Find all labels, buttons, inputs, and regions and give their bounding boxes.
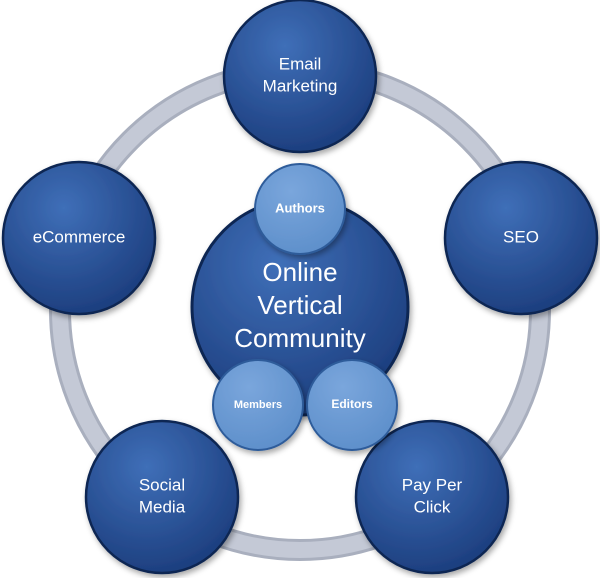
- outer-node-ecommerce-label-line-1: eCommerce: [33, 227, 126, 246]
- center-node-label-line-1: Online: [262, 257, 337, 287]
- outer-node-pay-per-click-label-line-2: Click: [414, 497, 451, 516]
- outer-node-social-media-label-line-2: Media: [139, 497, 186, 516]
- inner-node-editors-circle: [306, 359, 398, 451]
- center-node-label-line-2: Vertical: [257, 290, 342, 320]
- outer-node-ecommerce-circle: [1, 160, 157, 316]
- inner-node-members: Members: [212, 359, 304, 451]
- outer-node-seo-label-line-1: SEO: [503, 227, 539, 246]
- outer-node-social-media-circle: [84, 419, 240, 575]
- outer-node-ecommerce: eCommerce: [1, 160, 157, 316]
- outer-node-email-marketing-circle: [222, 0, 378, 154]
- inner-node-authors-label-line-1: Authors: [275, 200, 325, 215]
- outer-node-email-marketing-label-line-2: Marketing: [263, 76, 338, 95]
- outer-node-seo-circle: [443, 160, 599, 316]
- center-node-label-line-3: Community: [234, 323, 365, 353]
- outer-node-email-marketing-label-line-1: Email: [279, 54, 322, 73]
- outer-node-pay-per-click-label-line-1: Pay Per: [402, 475, 463, 494]
- inner-node-members-label-line-1: Members: [234, 399, 282, 411]
- inner-node-editors: Editors: [306, 359, 398, 451]
- inner-node-authors-circle: [254, 163, 346, 255]
- outer-node-pay-per-click-circle: [354, 419, 510, 575]
- inner-node-members-circle: [212, 359, 304, 451]
- inner-node-editors-label-line-1: Editors: [331, 397, 373, 411]
- outer-node-seo: SEO: [443, 160, 599, 316]
- inner-node-authors: Authors: [254, 163, 346, 255]
- outer-node-social-media-label-line-1: Social: [139, 475, 185, 494]
